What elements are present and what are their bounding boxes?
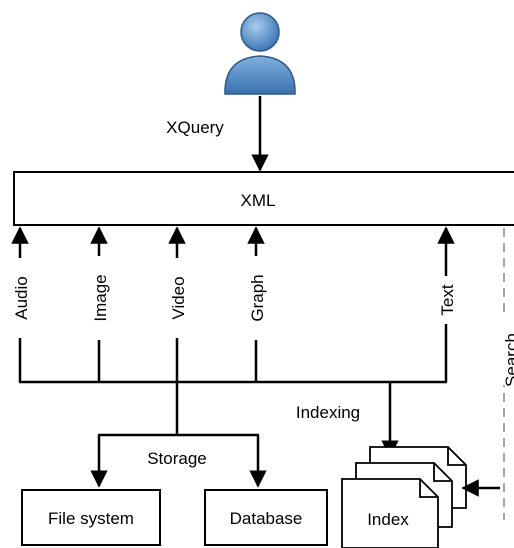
xquery-label: XQuery: [166, 118, 224, 137]
source-label-text: Text: [438, 284, 457, 315]
source-arrows: [11, 226, 455, 382]
storage-label: Storage: [147, 449, 207, 468]
index-document-stack: [341, 446, 467, 548]
source-labels: Audio Image Video Graph Text: [10, 256, 457, 340]
user-icon: [224, 12, 296, 95]
source-label-video: Video: [169, 276, 188, 319]
database-box: [204, 489, 328, 546]
source-label-graph: Graph: [248, 274, 267, 321]
indexing-label: Indexing: [296, 403, 360, 422]
xml-label: XML: [241, 191, 276, 210]
database-label: Database: [230, 509, 303, 528]
search-label: Search: [502, 333, 514, 387]
source-label-image: Image: [91, 274, 110, 321]
filesystem-label: File system: [48, 509, 134, 528]
source-label-audio: Audio: [12, 276, 31, 319]
xml-box: [13, 171, 514, 226]
filesystem-box: [21, 489, 161, 546]
index-label: Index: [367, 510, 409, 529]
